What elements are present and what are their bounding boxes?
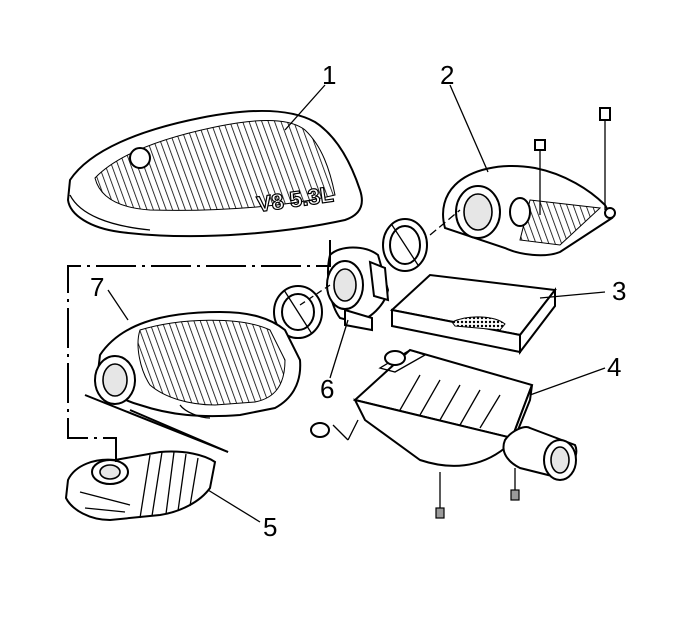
callout-6: 6 bbox=[320, 374, 334, 404]
callout-3: 3 bbox=[612, 276, 626, 306]
leader-lines bbox=[107, 84, 606, 523]
callout-1: 1 bbox=[322, 60, 336, 90]
mount-bolt-left bbox=[435, 507, 445, 519]
part-3-air-filter bbox=[389, 273, 557, 355]
part-6-throttle-body bbox=[326, 246, 390, 332]
callout-2: 2 bbox=[440, 60, 454, 90]
part-1-engine-cover: V8 5.3L bbox=[66, 109, 363, 238]
grommet-lower bbox=[310, 422, 330, 438]
callout-4: 4 bbox=[607, 352, 621, 382]
part-7-intake-duct bbox=[94, 310, 302, 419]
callout-7: 7 bbox=[90, 272, 104, 302]
grommet-upper bbox=[384, 350, 406, 366]
callout-labels: 1 2 3 4 5 6 7 bbox=[90, 60, 626, 542]
part-2-air-cleaner-upper bbox=[442, 107, 616, 257]
hose-clamp-upper bbox=[382, 209, 461, 272]
callout-5: 5 bbox=[263, 512, 277, 542]
assembly-lines bbox=[67, 240, 331, 462]
cover-emblem-icon bbox=[129, 147, 151, 169]
connector-left bbox=[534, 139, 546, 151]
mount-bolt-right bbox=[510, 489, 520, 501]
connector-right bbox=[599, 107, 611, 121]
part-5-intake-hose bbox=[64, 450, 217, 522]
part-4-air-cleaner-lower bbox=[310, 348, 578, 519]
